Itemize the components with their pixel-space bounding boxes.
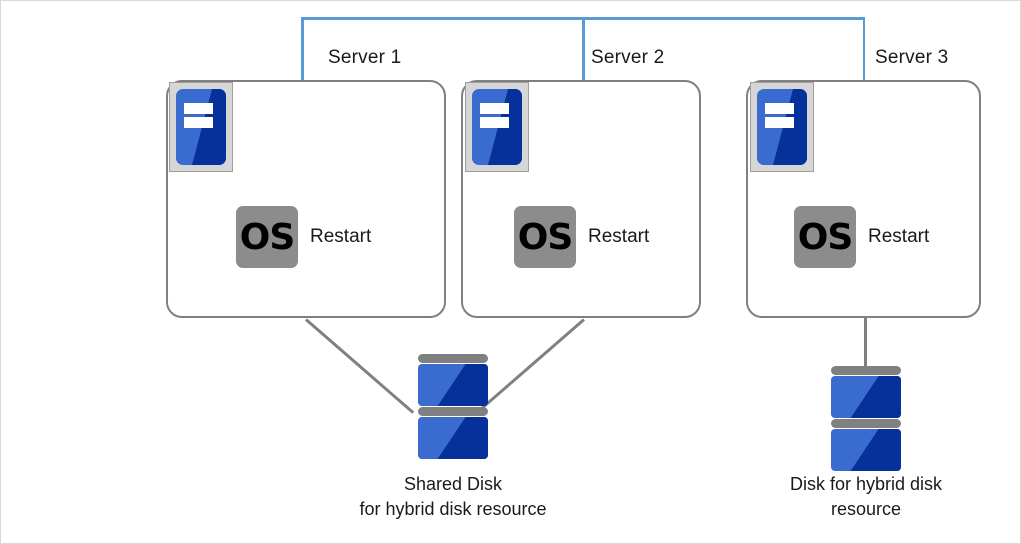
- disk-platter-top-hybrid: [831, 376, 901, 418]
- server-icon-slot-bottom-2: [480, 117, 509, 129]
- disk-caption-hybrid: Disk for hybrid disk resource: [789, 474, 943, 519]
- server-icon-3: [750, 82, 814, 172]
- restart-label-3: Restart: [868, 226, 930, 247]
- server-icon-body-2: [472, 89, 522, 165]
- server-icon-slot-bottom-1: [184, 117, 213, 129]
- server-label-3: Server 3: [875, 47, 949, 68]
- server-icon-1: [169, 82, 233, 172]
- os-icon-1: OS: [236, 206, 298, 268]
- disk-icon-hybrid[interactable]: [831, 366, 901, 472]
- disk-cap-top-shared: [418, 354, 488, 363]
- connector-server-2-to-shared-disk: [475, 318, 585, 414]
- connector-server-3-to-hybrid-disk: [864, 318, 867, 373]
- os-status-row-2: OS Restart: [514, 206, 649, 268]
- disk-cap-middle-hybrid: [831, 419, 901, 428]
- disk-platter-bottom-hybrid: [831, 429, 901, 471]
- disk-platter-top-shared: [418, 364, 488, 406]
- server-icon-2: [465, 82, 529, 172]
- disk-caption-shared: Shared Disk for hybrid disk resource: [359, 474, 547, 519]
- server-icon-slot-top-3: [765, 102, 794, 114]
- server-label-1: Server 1: [328, 47, 402, 68]
- server-icon-slot-bottom-3: [765, 117, 794, 129]
- disk-platter-bottom-shared: [418, 417, 488, 459]
- os-icon-2: OS: [514, 206, 576, 268]
- network-bus-drop-server-2: [582, 17, 585, 80]
- restart-label-2: Restart: [588, 226, 650, 247]
- os-status-row-3: OS Restart: [794, 206, 929, 268]
- os-icon-3: OS: [794, 206, 856, 268]
- server-icon-slot-top-1: [184, 102, 213, 114]
- server-icon-body-1: [176, 89, 226, 165]
- server-icon-body-3: [757, 89, 807, 165]
- network-bus-drop-server-1: [301, 17, 304, 80]
- disk-icon-shared[interactable]: [418, 354, 488, 460]
- server-label-2: Server 2: [591, 47, 665, 68]
- restart-label-1: Restart: [310, 226, 372, 247]
- network-bus-drop-server-3: [862, 17, 865, 80]
- os-status-row-1: OS Restart: [236, 206, 371, 268]
- server-icon-slot-top-2: [480, 102, 509, 114]
- disk-cap-top-hybrid: [831, 366, 901, 375]
- disk-cap-middle-shared: [418, 407, 488, 416]
- connector-server-1-to-shared-disk: [305, 318, 415, 414]
